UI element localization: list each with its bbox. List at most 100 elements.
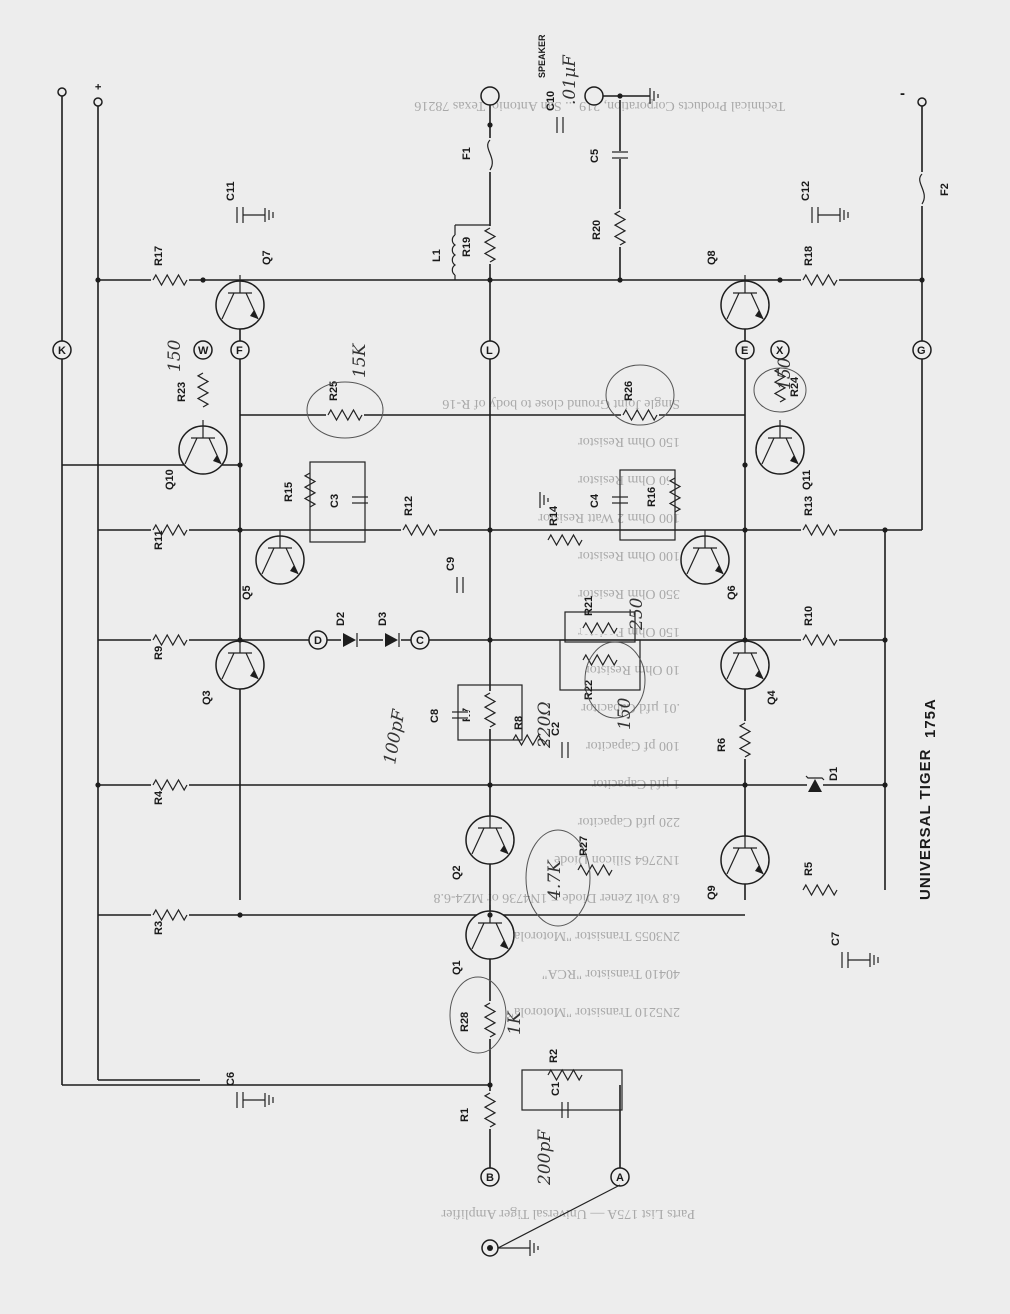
terminal-l: L: [480, 340, 500, 360]
terminal-a: A: [610, 1167, 630, 1187]
resistor-r1-label: R1: [459, 1108, 471, 1122]
rail-plus-terminal: [93, 97, 103, 107]
junction-dot: [617, 277, 623, 283]
hand-r27-value: 4.7K: [545, 859, 565, 901]
c8-parallel-frame: [457, 684, 523, 741]
resistor-r16: R16: [646, 476, 682, 514]
diode-d3: D3: [377, 612, 401, 648]
capacitor-c6-label: C6: [225, 1072, 237, 1086]
rail-k-terminal: [57, 87, 67, 97]
bleed-line: .01 µfd Capacitor: [581, 700, 680, 715]
terminal-f: F: [230, 340, 250, 360]
hand-c1-value: 200pF: [535, 1129, 555, 1186]
resistors: R1R2R3R4R5R6R7R8R9R10R11R12R13R14R15R16R…: [151, 209, 839, 1129]
resistor-r28-label: R28: [459, 1012, 471, 1032]
junction-dot: [777, 277, 783, 283]
bleed-line: 6.8 Volt Zener Diode = 1N4736 or MZ4-6.8: [433, 890, 680, 905]
fuse-f2-label: F2: [939, 183, 951, 196]
resistor-r9-label: R9: [153, 646, 165, 660]
pencil-annotations: 150 15K 150 250 150 220Ω 100pF 4.7K 1K 2…: [165, 54, 807, 1186]
capacitor-c11-label: C11: [225, 181, 237, 201]
resistor-r20-label: R20: [591, 220, 603, 240]
capacitor-c7: C7: [830, 932, 879, 969]
transistor-q2: Q2: [451, 810, 515, 880]
junction-dot: [487, 277, 493, 283]
hand-circle-r27: [525, 829, 591, 927]
terminal-c: C: [410, 630, 430, 650]
input-jack-wire: [497, 1184, 621, 1249]
c3-parallel-frame: [309, 461, 366, 543]
svg-text:G: G: [917, 345, 926, 357]
resistor-r9: R9: [151, 633, 189, 660]
transistor-q4-label: Q4: [766, 689, 778, 705]
transistor-q3-label: Q3: [201, 690, 213, 705]
r22-parallel-frame: [559, 639, 641, 691]
bleed-line: 1N2764 Silicon Diode: [554, 852, 680, 867]
brand-title: UNIVERSAL TIGER: [917, 749, 934, 900]
transistor-q7-label: Q7: [261, 250, 273, 265]
inductor-l1-label: L1: [431, 249, 443, 262]
svg-text:L: L: [486, 345, 493, 357]
resistor-r16-label: R16: [646, 487, 658, 507]
bleed-line: 250 Ohm Resistor: [578, 472, 680, 487]
resistor-r3-label: R3: [153, 921, 165, 935]
resistor-r12: R12: [401, 496, 439, 537]
resistor-r4-label: R4: [153, 790, 165, 805]
speaker-terminal-2: [584, 86, 604, 106]
resistor-r13: R13: [801, 496, 839, 537]
hand-r21-value: 250: [627, 597, 647, 631]
junction-dot: [742, 527, 748, 533]
hand-r28-value: 1K: [505, 1010, 525, 1035]
diode-d2: D2: [335, 612, 359, 648]
input-jack: [481, 1239, 499, 1257]
transistor-q7: Q7: [215, 250, 273, 330]
junction-dot: [742, 462, 748, 468]
resistor-r14: R14: [546, 505, 584, 547]
transistor-q5: Q5: [241, 530, 305, 600]
resistor-r12-label: R12: [403, 496, 415, 516]
ground-symbol: [529, 1240, 539, 1256]
terminal-g: G: [912, 340, 932, 360]
capacitor-c11: C11: [225, 181, 274, 224]
junction-dot: [882, 637, 888, 643]
resistor-r25: R25: [326, 381, 364, 422]
speaker-terminal-1: [480, 86, 500, 106]
capacitor-c10-label: C10: [545, 91, 557, 111]
transistor-q10-label: Q10: [164, 469, 176, 490]
junction-dot: [487, 527, 493, 533]
bleed-line: 2N3055 Transistor "Motorola": [508, 928, 680, 943]
hand-circle-r22: [584, 641, 646, 719]
junction-dot: [237, 637, 243, 643]
resistor-r26: R26: [621, 381, 659, 422]
capacitor-c3: C3: [329, 494, 369, 508]
diodes: D1 D2 D3: [335, 612, 840, 794]
transistor-q6-label: Q6: [726, 585, 738, 600]
ground-symbols: [529, 88, 659, 1256]
resistor-r24-label: R24: [789, 376, 801, 397]
junction-dots: [95, 93, 925, 1088]
hand-r22-value: 150: [615, 697, 635, 730]
resistor-r10-label: R10: [803, 606, 815, 626]
capacitor-c8: C8: [429, 709, 469, 723]
resistor-r18: R18: [801, 246, 839, 287]
transistor-q1-label: Q1: [451, 960, 463, 975]
diode-d1-label: D1: [828, 767, 840, 781]
hand-c8-value: 100pF: [380, 707, 409, 766]
bleed-line: 1 µfd Capacitor: [592, 776, 680, 791]
capacitor-c9: C9: [445, 557, 464, 594]
resistor-r7: R7: [461, 691, 497, 729]
transistor-q2-label: Q2: [451, 865, 463, 880]
terminal-b: B: [480, 1167, 500, 1187]
hand-r23-value: 150: [165, 339, 185, 372]
svg-text:C: C: [416, 635, 424, 647]
transistor-q3: Q3: [201, 635, 265, 705]
resistor-r15: R15: [283, 471, 317, 509]
junction-dot: [742, 782, 748, 788]
fuse-f2: F2: [916, 172, 951, 206]
resistor-r17-label: R17: [153, 246, 165, 266]
capacitor-c12: C12: [800, 181, 849, 224]
r21-pot-frame: [564, 611, 636, 643]
resistor-r21-label: R21: [583, 596, 595, 616]
